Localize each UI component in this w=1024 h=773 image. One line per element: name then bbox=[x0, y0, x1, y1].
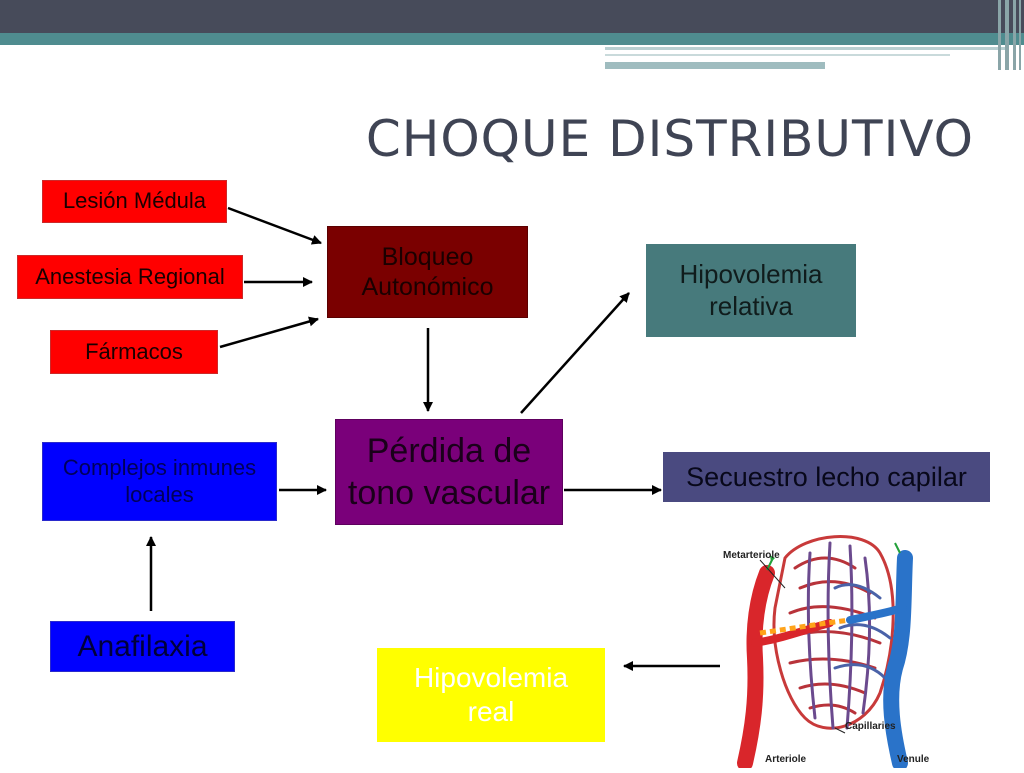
header-stripes bbox=[996, 0, 1024, 70]
node-hipovolemia-relativa: Hipovolemia relativa bbox=[646, 244, 856, 337]
node-complejos-inmunes: Complejos inmunes locales bbox=[42, 442, 277, 521]
node-anafilaxia-label: Anafilaxia bbox=[77, 629, 208, 663]
node-secuestro-lecho-capilar-label: Secuestro lecho capilar bbox=[686, 461, 967, 492]
node-bloqueo-autonomico-label: Bloqueo Autonómico bbox=[361, 243, 494, 301]
header-band bbox=[0, 0, 1024, 33]
node-lesion-medula-label: Lesión Médula bbox=[62, 188, 207, 214]
capillary-bed-illustration: Metarteriole Capillaries Arteriole Venul… bbox=[715, 528, 930, 771]
node-lesion-medula: Lesión Médula bbox=[42, 180, 227, 223]
node-complejos-inmunes-label: Complejos inmunes locales bbox=[62, 455, 257, 507]
capillary-bed-drawing bbox=[737, 535, 913, 771]
node-secuestro-lecho-capilar: Secuestro lecho capilar bbox=[663, 452, 990, 502]
arrow-perdida-to-hipovolemia-relativa bbox=[520, 292, 630, 414]
node-hipovolemia-real: Hipovolemia real bbox=[377, 648, 605, 742]
header-rule bbox=[605, 47, 1005, 50]
node-bloqueo-autonomico: Bloqueo Autonómico bbox=[327, 226, 528, 318]
header-accent-band bbox=[0, 33, 1024, 45]
node-farmacos: Fármacos bbox=[50, 330, 218, 374]
arrow-lesion-to-bloqueo bbox=[227, 206, 322, 245]
arrow-farmacos-to-bloqueo bbox=[219, 316, 319, 349]
venule-label: Venule bbox=[897, 754, 930, 765]
node-farmacos-label: Fármacos bbox=[85, 338, 183, 364]
node-anestesia-regional: Anestesia Regional bbox=[17, 255, 243, 299]
node-hipovolemia-relativa-label: Hipovolemia relativa bbox=[679, 259, 823, 321]
node-perdida-tono-vascular-label: Pérdida de tono vascular bbox=[347, 431, 551, 513]
capillaries-label: Capillaries bbox=[845, 721, 896, 732]
slide-title: CHOQUE DISTRIBUTIVO bbox=[365, 110, 974, 168]
node-anestesia-regional-label: Anestesia Regional bbox=[35, 263, 225, 289]
metarteriole-label: Metarteriole bbox=[723, 550, 780, 561]
node-perdida-tono-vascular: Pérdida de tono vascular bbox=[335, 419, 563, 525]
node-hipovolemia-real-label: Hipovolemia real bbox=[413, 662, 569, 727]
node-anafilaxia: Anafilaxia bbox=[50, 621, 235, 672]
header-rule bbox=[605, 62, 825, 69]
arteriole-label: Arteriole bbox=[765, 754, 807, 765]
header-rule bbox=[605, 54, 950, 56]
